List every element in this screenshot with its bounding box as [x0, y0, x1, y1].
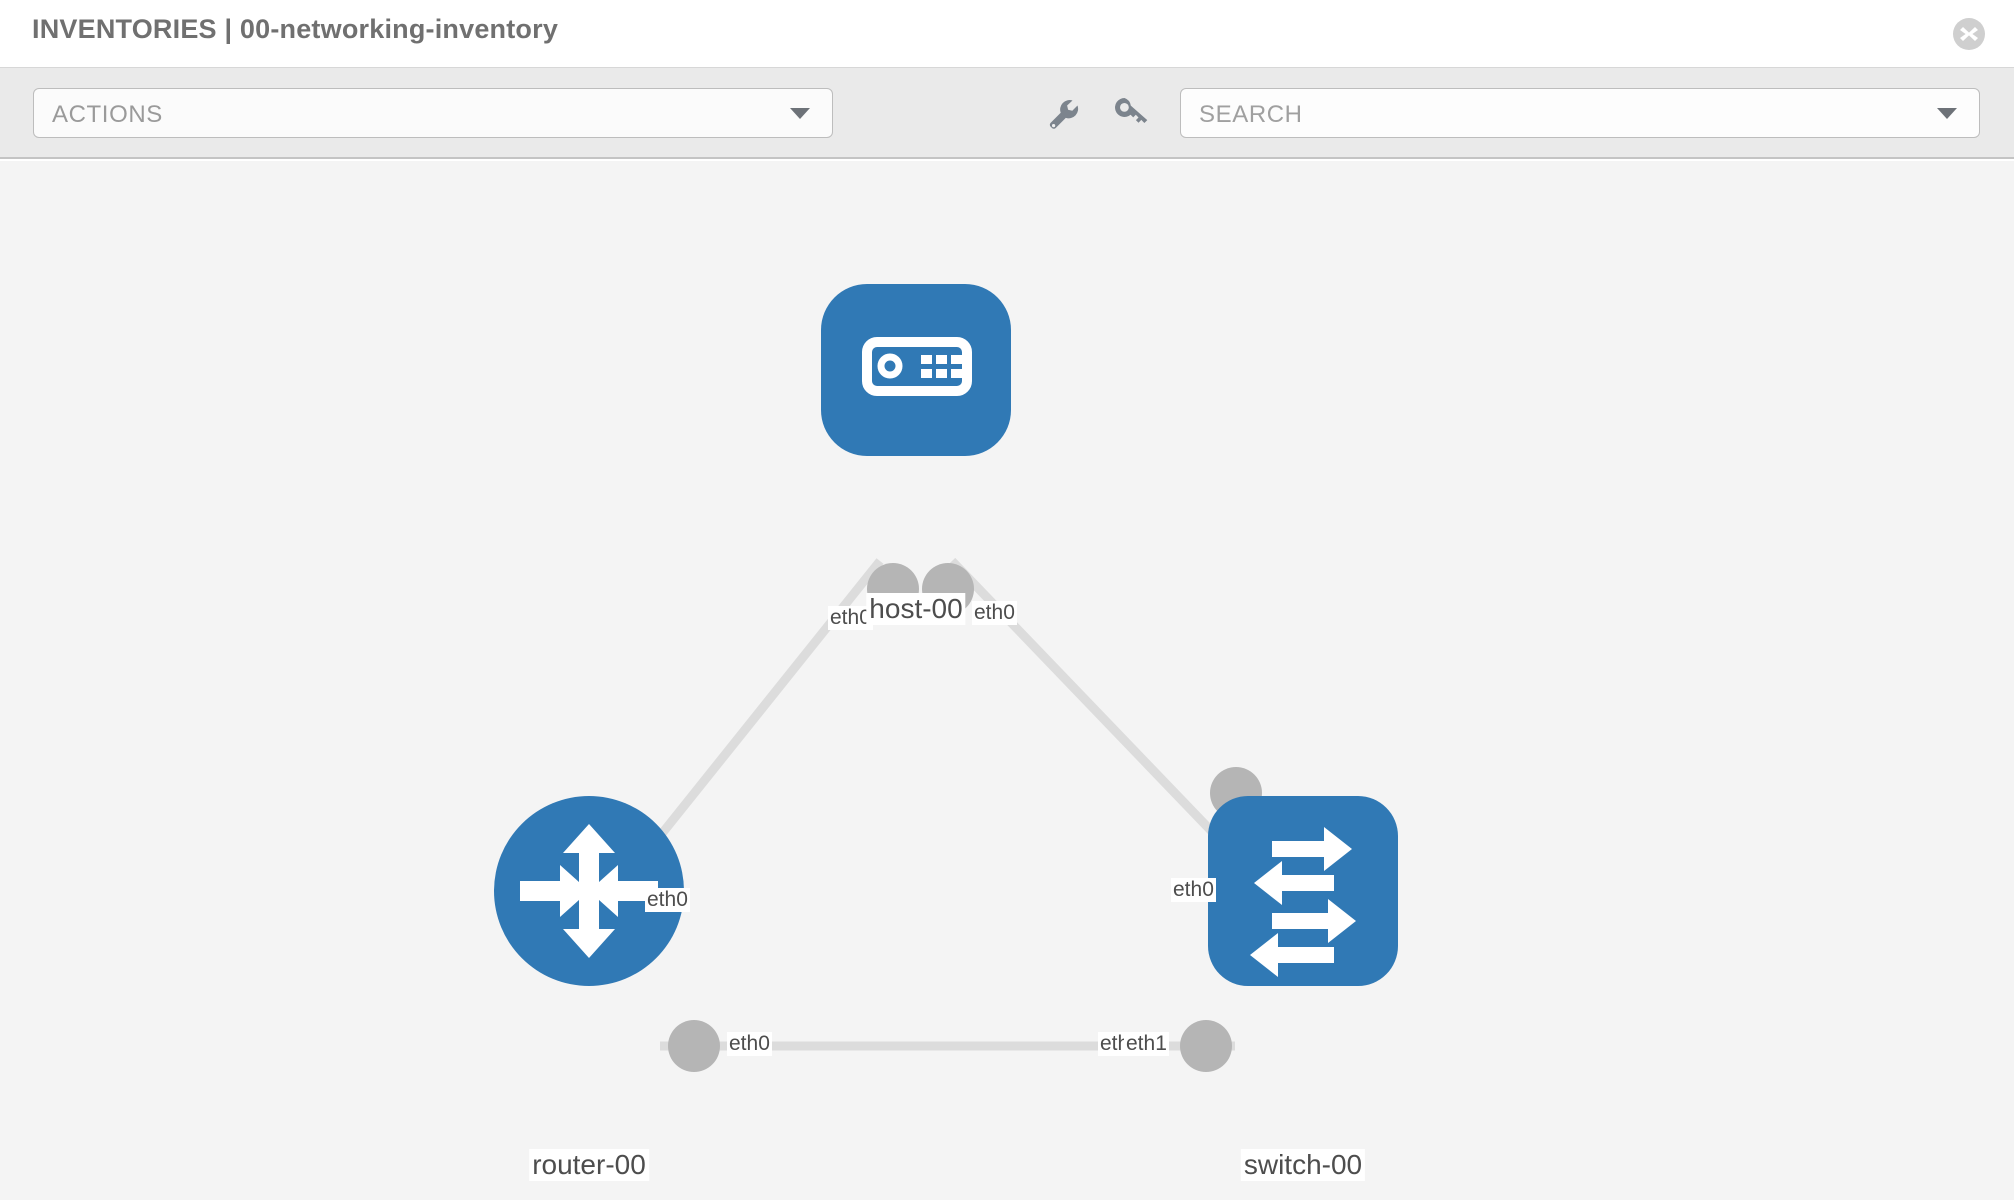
- iface-label: eth0: [972, 601, 1017, 625]
- actions-dropdown-label: ACTIONS: [52, 101, 163, 128]
- router-arrows-icon: [520, 824, 658, 958]
- topology-graph: [494, 284, 1398, 1072]
- iface-label: eth0: [727, 1032, 772, 1056]
- connector-switch-left: [1180, 1020, 1232, 1072]
- toolbar: ACTIONS SEARCH: [0, 68, 2014, 159]
- key-icon[interactable]: [1110, 93, 1150, 133]
- wrench-icon[interactable]: [1042, 93, 1082, 133]
- topology-connectors: [668, 563, 1262, 1072]
- topology-links: [636, 557, 1249, 1051]
- search-input[interactable]: SEARCH: [1180, 88, 1980, 138]
- iface-label: eth0: [645, 888, 690, 912]
- chevron-down-icon: [790, 108, 810, 119]
- iface-label: eth1: [1124, 1032, 1169, 1056]
- node-router-00[interactable]: [494, 796, 684, 986]
- node-switch-00[interactable]: [1208, 796, 1398, 986]
- chevron-down-icon[interactable]: [1937, 108, 1957, 119]
- actions-dropdown[interactable]: ACTIONS: [33, 88, 833, 138]
- search-placeholder: SEARCH: [1199, 101, 1303, 128]
- iface-label: eth0: [1171, 878, 1216, 902]
- iface-label: eth0: [828, 606, 873, 630]
- window-header: INVENTORIES | 00-networking-inventory: [0, 0, 2014, 68]
- node-label-router-00: router-00: [529, 1149, 649, 1181]
- node-label-host-00: host-00: [866, 593, 966, 625]
- switch-arrows-icon: [1250, 827, 1356, 977]
- page-title: INVENTORIES | 00-networking-inventory: [32, 14, 559, 44]
- connector-router-right: [668, 1020, 720, 1072]
- close-icon[interactable]: [1953, 18, 1985, 50]
- node-host-00[interactable]: [821, 284, 1011, 456]
- node-label-switch-00: switch-00: [1240, 1149, 1366, 1181]
- server-icon: [862, 337, 972, 396]
- topology-canvas[interactable]: eth0 eth0 eth0 eth0 eth0 eth eth1 host-0…: [0, 161, 2014, 1200]
